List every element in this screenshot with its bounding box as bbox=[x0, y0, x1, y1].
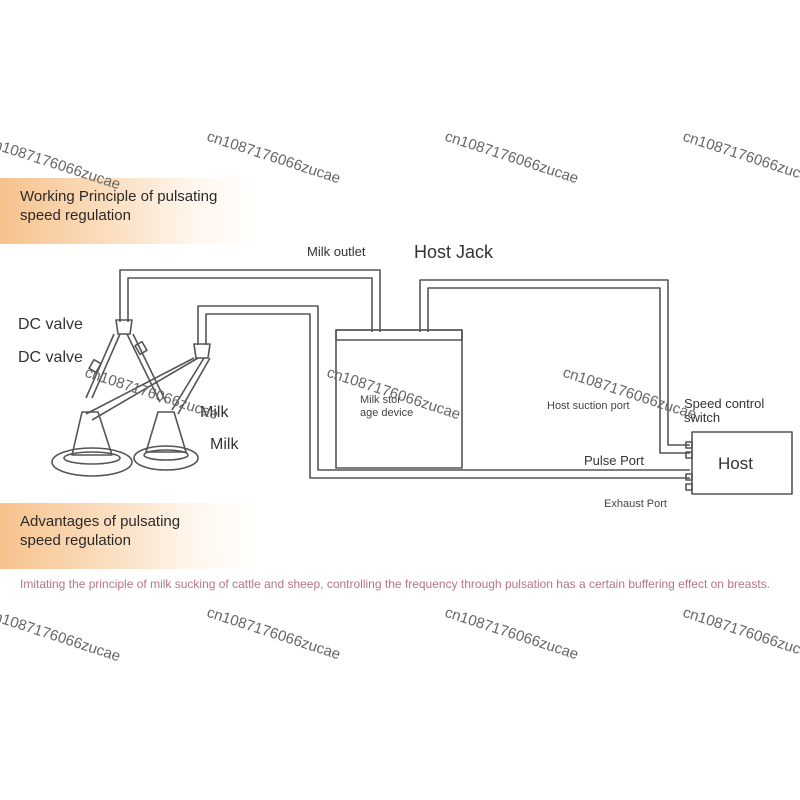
host-jack-tube bbox=[419, 279, 690, 446]
speed-control-switch-label: Speed control switch bbox=[684, 396, 765, 425]
milk-label-1: Milk bbox=[200, 404, 229, 421]
pulse-tube bbox=[197, 305, 690, 471]
section-band-advantages bbox=[0, 503, 260, 569]
dc-valve-label-2: DC valve bbox=[18, 349, 83, 366]
advantages-description: Imitating the principle of milk sucking … bbox=[20, 577, 770, 591]
host-jack-tube-inner bbox=[427, 287, 690, 454]
milk-outlet-label: Milk outlet bbox=[307, 244, 366, 259]
host-jack-label: Host Jack bbox=[414, 242, 494, 262]
milk-label-2: Milk bbox=[210, 436, 239, 453]
section-band-working-principle bbox=[0, 178, 260, 244]
milk-storage-lid bbox=[335, 329, 463, 341]
host-suction-port-label: Host suction port bbox=[547, 400, 630, 412]
port-2 bbox=[685, 451, 693, 459]
milk-storage-device-label: Milk stor- age device bbox=[360, 394, 414, 419]
breast-cup-left bbox=[51, 411, 133, 477]
pulse-port-label: Pulse Port bbox=[584, 453, 644, 468]
port-4 bbox=[685, 483, 693, 491]
port-3 bbox=[685, 473, 693, 481]
port-1 bbox=[685, 441, 693, 449]
section-title-advantages: Advantages of pulsating speed regulation bbox=[20, 513, 181, 549]
dc-valve-2 bbox=[193, 343, 211, 359]
dc-valve-label-1: DC valve bbox=[18, 316, 83, 333]
breast-cup-right bbox=[133, 411, 199, 471]
pulse-tube-inner bbox=[205, 313, 690, 479]
dc-valve-1 bbox=[115, 319, 133, 335]
host-label: Host bbox=[718, 454, 753, 473]
host-box bbox=[691, 431, 793, 495]
milk-outlet-tube bbox=[119, 269, 381, 332]
milk-outlet-tube-inner bbox=[127, 277, 373, 332]
exhaust-port-label: Exhaust Port bbox=[604, 498, 667, 510]
section-title-working-principle: Working Principle of pulsating speed reg… bbox=[20, 188, 218, 224]
